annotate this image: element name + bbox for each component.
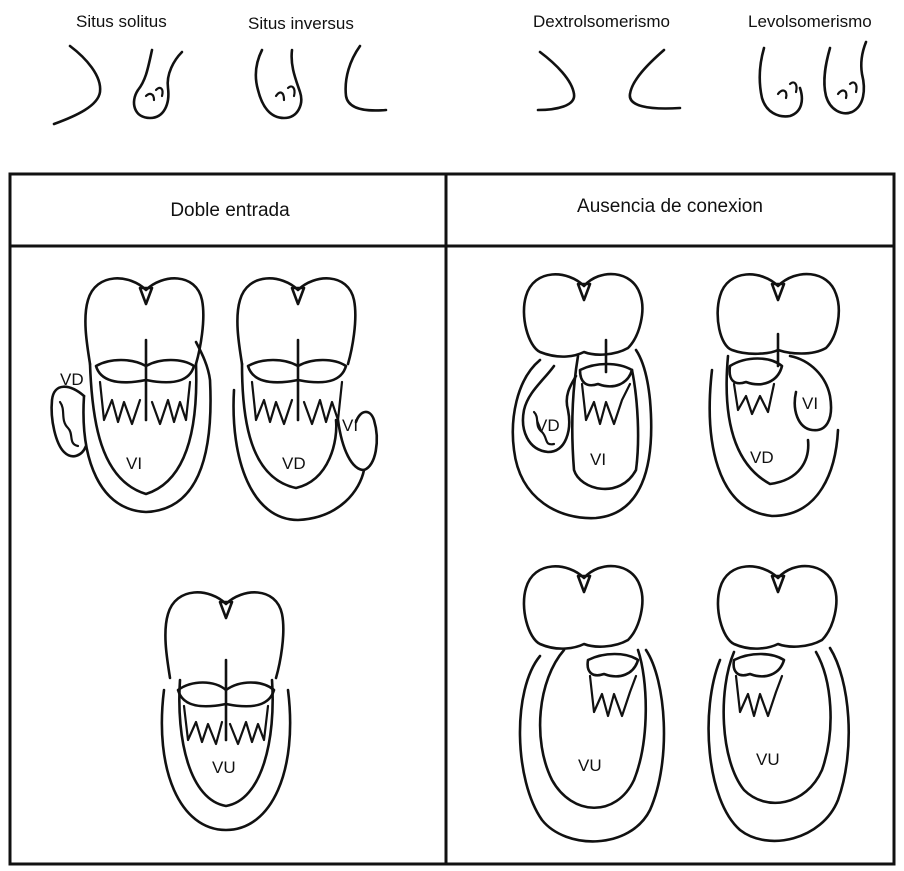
- heart-absent-univentricular-2: [709, 566, 849, 841]
- chamber-label: VU: [578, 756, 602, 776]
- levoisomerism-sketch: [760, 42, 866, 116]
- dextroisomerism-sketch: [538, 50, 680, 110]
- chamber-label: VI: [590, 450, 606, 470]
- heart-double-inlet-lv: [52, 278, 211, 512]
- chamber-label: VU: [756, 750, 780, 770]
- chamber-label: VU: [212, 758, 236, 778]
- chamber-label: VD: [536, 416, 560, 436]
- right-panel-title: Ausencia de conexion: [530, 196, 810, 218]
- heart-absent-univentricular-1: [520, 566, 664, 841]
- situs-solitus-sketch: [54, 46, 182, 124]
- chamber-label: VD: [750, 448, 774, 468]
- chamber-label: VI: [802, 394, 818, 414]
- chamber-label: VD: [282, 454, 306, 474]
- chamber-label: VD: [60, 370, 84, 390]
- heart-double-inlet-rv: [234, 278, 377, 520]
- left-panel-title: Doble entrada: [100, 200, 360, 222]
- chamber-label: VI: [126, 454, 142, 474]
- heart-absent-connection-2: [710, 274, 839, 516]
- heart-double-inlet-univentricular: [162, 592, 290, 830]
- heart-absent-connection-1: [513, 274, 651, 518]
- situs-inversus-sketch: [256, 46, 386, 118]
- chamber-label: VI: [342, 416, 358, 436]
